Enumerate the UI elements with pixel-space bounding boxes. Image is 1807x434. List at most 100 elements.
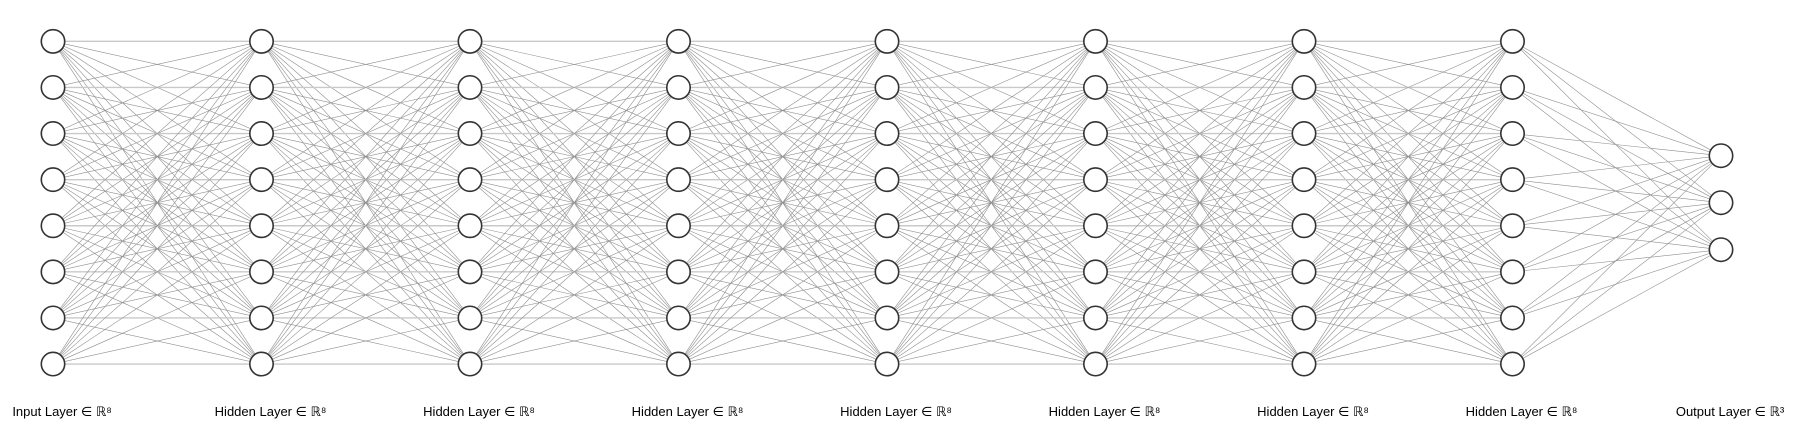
edge [261, 41, 471, 319]
edge [886, 271, 1096, 365]
edge [52, 41, 262, 365]
connection-edges [52, 40, 1722, 365]
edge [1095, 41, 1305, 180]
edge [1303, 133, 1513, 365]
edge [1303, 271, 1513, 365]
neuron-node-hidden-3-6 [665, 259, 691, 285]
edge [469, 41, 679, 180]
edge [678, 41, 888, 226]
edge [52, 87, 262, 365]
edge [886, 87, 1096, 365]
edge [469, 133, 679, 365]
edge [1095, 179, 1305, 365]
edge [261, 179, 471, 365]
edge [886, 41, 1096, 319]
edge [52, 41, 262, 88]
edge [1095, 41, 1305, 226]
neuron-node-hidden-1-5 [249, 213, 275, 239]
layer-label-hidden-4: Hidden Layer ∈ ℝ⁸ [840, 404, 952, 419]
neuron-node-output-2 [1708, 190, 1734, 216]
edge [678, 41, 888, 273]
layer-label-hidden-3: Hidden Layer ∈ ℝ⁸ [632, 404, 744, 419]
edge [1303, 87, 1513, 365]
edge [1303, 317, 1513, 365]
edge [261, 87, 471, 365]
edge [886, 41, 1096, 226]
edge [1512, 179, 1722, 250]
neuron-node-input-7 [40, 305, 66, 331]
edge [1512, 155, 1722, 273]
edge [678, 179, 888, 365]
neuron-node-hidden-2-1 [457, 28, 483, 54]
edge [1095, 41, 1305, 319]
edge [1303, 225, 1513, 365]
neuron-node-hidden-5-4 [1083, 167, 1109, 193]
neuron-node-input-8 [40, 351, 66, 377]
neuron-node-hidden-4-5 [874, 213, 900, 239]
neuron-node-input-3 [40, 121, 66, 147]
neuron-node-hidden-4-2 [874, 74, 900, 100]
neuron-node-hidden-2-7 [457, 305, 483, 331]
neuron-node-hidden-1-3 [249, 121, 275, 147]
edge [1512, 249, 1722, 319]
neuron-node-hidden-1-2 [249, 74, 275, 100]
neuron-node-hidden-3-4 [665, 167, 691, 193]
edge [469, 317, 679, 365]
neuron-node-hidden-5-8 [1083, 351, 1109, 377]
neuron-node-hidden-6-1 [1291, 28, 1317, 54]
edge [886, 179, 1096, 365]
edge [261, 41, 471, 180]
neuron-node-hidden-3-5 [665, 213, 691, 239]
neuron-node-hidden-6-4 [1291, 167, 1317, 193]
layer-label-hidden-5: Hidden Layer ∈ ℝ⁸ [1049, 404, 1161, 419]
neuron-node-hidden-6-5 [1291, 213, 1317, 239]
edge [261, 271, 471, 365]
edge [1512, 87, 1722, 250]
edge [886, 317, 1096, 365]
neuron-node-input-1 [40, 28, 66, 54]
neuron-node-hidden-5-2 [1083, 74, 1109, 100]
neuron-node-hidden-1-7 [249, 305, 275, 331]
neuron-node-hidden-4-6 [874, 259, 900, 285]
edge [469, 41, 679, 319]
edge [1512, 202, 1722, 227]
edge [469, 271, 679, 365]
neuron-node-hidden-2-5 [457, 213, 483, 239]
neuron-node-hidden-5-6 [1083, 259, 1109, 285]
layer-label-hidden-7: Hidden Layer ∈ ℝ⁸ [1466, 404, 1578, 419]
edge [261, 317, 471, 365]
neuron-node-hidden-1-8 [249, 351, 275, 377]
edge [261, 133, 471, 365]
neuron-node-hidden-2-3 [457, 121, 483, 147]
edge [261, 225, 471, 365]
edge [52, 41, 262, 180]
neuron-node-input-4 [40, 167, 66, 193]
neuron-node-hidden-3-8 [665, 351, 691, 377]
edge [1512, 41, 1722, 250]
edge [469, 41, 679, 365]
edge [678, 41, 888, 134]
edge [1095, 41, 1305, 134]
edge [261, 41, 471, 273]
edge [469, 41, 679, 88]
neuron-node-hidden-4-4 [874, 167, 900, 193]
edge [1512, 41, 1722, 156]
edge [886, 41, 1096, 273]
edge [1512, 202, 1722, 365]
edge [469, 225, 679, 365]
edge [1512, 249, 1722, 365]
neuron-node-input-6 [40, 259, 66, 285]
edge [1512, 87, 1722, 156]
edge [1095, 317, 1305, 365]
edge [886, 41, 1096, 88]
edge [678, 133, 888, 365]
edge [52, 225, 262, 365]
neuron-node-hidden-5-7 [1083, 305, 1109, 331]
edge [1095, 87, 1305, 365]
edge [678, 317, 888, 365]
edge [678, 271, 888, 365]
edge [1512, 155, 1722, 180]
neuron-node-hidden-4-7 [874, 305, 900, 331]
edge [1303, 41, 1513, 273]
